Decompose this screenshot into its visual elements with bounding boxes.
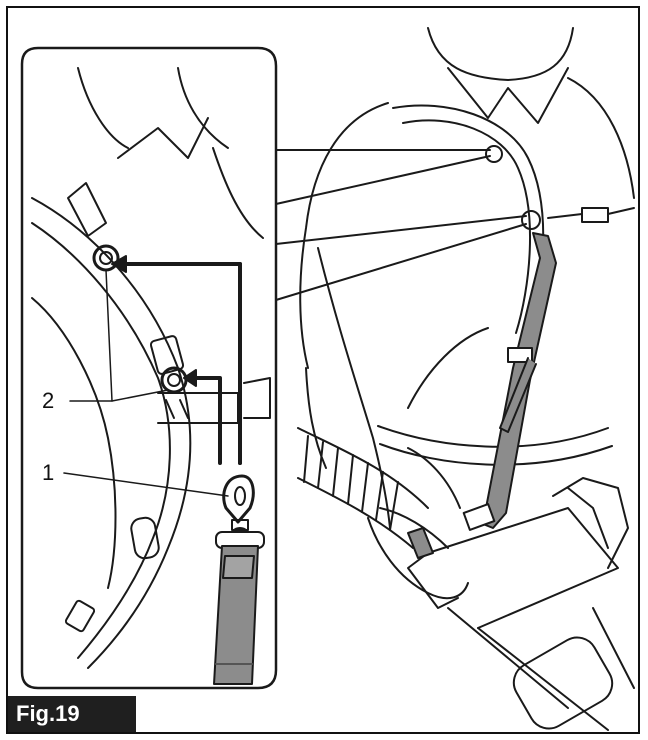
leader-line-2b	[111, 389, 169, 402]
attach-arrows	[124, 262, 242, 465]
figure-label: Fig.19	[8, 696, 136, 732]
callout-label-1: 1	[42, 460, 55, 485]
strap-hook	[215, 474, 265, 549]
blower-hose	[297, 427, 461, 549]
zoom-lines	[275, 149, 527, 301]
callout-label-2: 2	[42, 388, 55, 413]
leader-line-1	[63, 472, 229, 497]
lower-d-ring-main	[521, 210, 541, 230]
figure-frame: 2 1 Fig.19	[6, 6, 640, 734]
blower-tube	[407, 477, 635, 731]
upper-d-ring-main	[485, 145, 503, 163]
inset-panel	[20, 46, 278, 690]
strap-attachment-illustration	[20, 27, 635, 731]
chest-buckle	[581, 207, 609, 223]
arrow-head-lower	[183, 369, 197, 387]
operator-figure	[299, 27, 635, 529]
shoulder-strap-main	[462, 232, 557, 531]
arrow-head-upper	[111, 255, 127, 273]
strap-inset	[213, 545, 259, 685]
